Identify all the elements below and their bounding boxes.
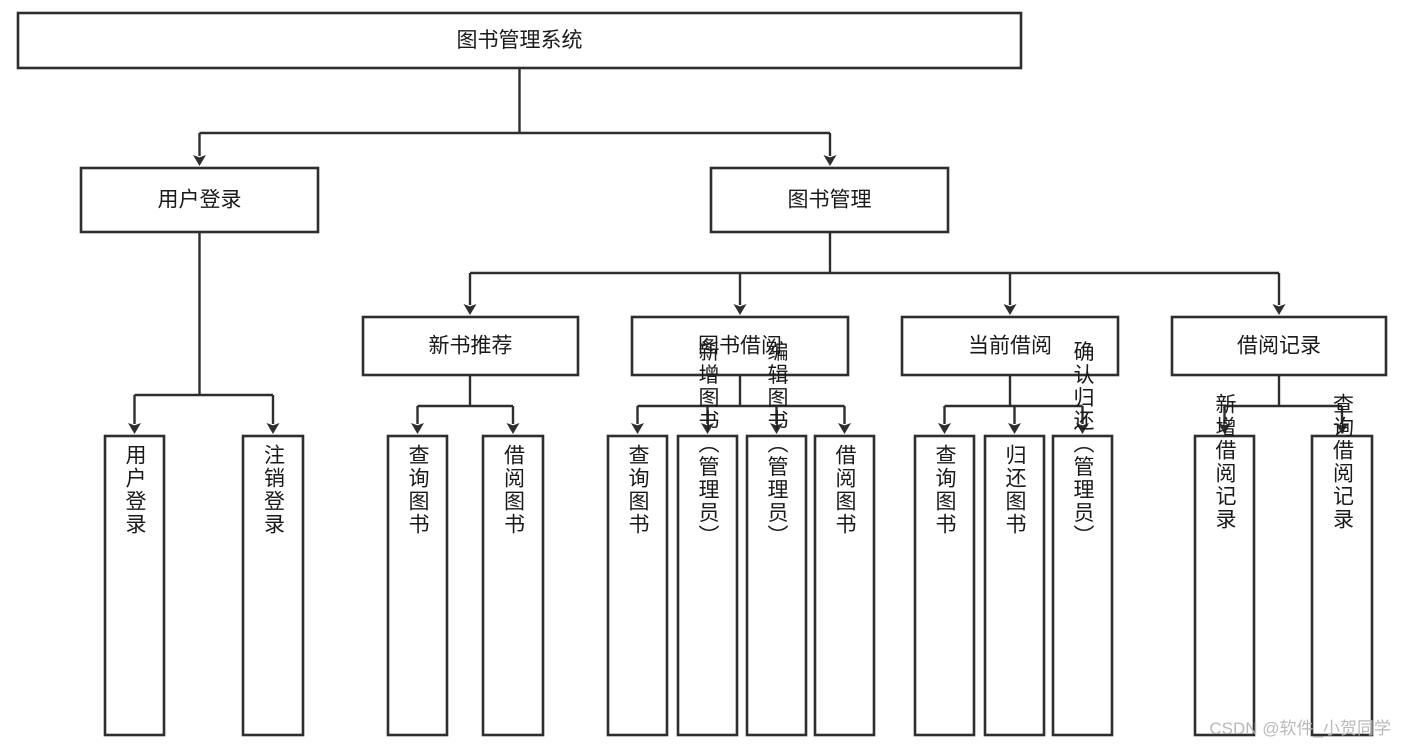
node-current-borrow-box <box>900 315 1120 377</box>
leaf-node-borrow-book-recommend[interactable]: 借阅图书 <box>481 434 545 737</box>
node-user-login-box <box>79 166 320 234</box>
node-user-login[interactable]: 用户登录 <box>79 166 320 234</box>
leaf-node-query-book-recommend[interactable]: 查询图书 <box>386 434 449 737</box>
connector-layer <box>128 68 1349 434</box>
leaf-query-book-brw-label: 查询图书 <box>626 444 650 536</box>
node-borrow-record-label: 借阅记录 <box>1237 335 1321 358</box>
leaf-node-query-book-current[interactable]: 查询图书 <box>913 434 976 737</box>
leaf-confirm-return-box <box>1051 434 1114 737</box>
leaf-node-user-login[interactable]: 用户登录 <box>103 434 166 737</box>
leaf-query-book-brw-box <box>606 434 669 737</box>
leaf-add-borrow-rec-box <box>1193 434 1256 737</box>
leaf-node-borrow-book-borrow[interactable]: 借阅图书 <box>813 434 876 737</box>
node-book-borrow-label: 图书借阅 <box>698 335 782 358</box>
leaf-edit-book-admin-label: 编辑图书（管理员） <box>765 341 789 548</box>
leaf-add-book-admin-label: 新增图书（管理员） <box>696 341 720 548</box>
node-root-label: 图书管理系统 <box>457 29 583 52</box>
leaf-query-borrow-rec-label: 查询借阅记录 <box>1331 393 1355 531</box>
node-book-manage-box <box>709 166 950 234</box>
leaf-query-book-rec-label: 查询图书 <box>406 444 430 536</box>
leaf-node-add-borrow-record[interactable]: 新增借阅记录 <box>1193 393 1256 737</box>
leaf-user-login-label: 用户登录 <box>123 444 147 536</box>
leaf-node-logout-login[interactable]: 注销登录 <box>241 434 305 737</box>
node-current-borrow[interactable]: 当前借阅 <box>900 315 1120 377</box>
leaf-return-book-label: 归还图书 <box>1003 444 1027 536</box>
node-current-borrow-label: 当前借阅 <box>968 335 1052 358</box>
leaf-query-book-cur-label: 查询图书 <box>933 444 957 536</box>
leaf-borrow-book-rec-label: 借阅图书 <box>502 444 526 536</box>
leaf-query-borrow-rec-box <box>1310 434 1374 737</box>
leaf-node-add-book-admin[interactable]: 新增图书（管理员） <box>676 341 739 737</box>
leaf-edit-book-admin-box <box>745 434 808 737</box>
leaf-node-query-borrow-record[interactable]: 查询借阅记录 <box>1310 393 1374 737</box>
leaf-query-book-rec-box <box>386 434 449 737</box>
leaf-borrow-book-brw-box <box>813 434 876 737</box>
leaf-add-borrow-rec-label: 新增借阅记录 <box>1213 393 1237 531</box>
node-root-system[interactable]: 图书管理系统 <box>16 11 1023 70</box>
leaf-node-confirm-return-admin[interactable]: 确认归还（管理员） <box>1051 341 1114 737</box>
node-new-book-recommend-box <box>361 315 580 377</box>
leaf-borrow-book-brw-label: 借阅图书 <box>833 444 857 536</box>
leaf-node-query-book-borrow[interactable]: 查询图书 <box>606 434 669 737</box>
leaf-user-login-box <box>103 434 166 737</box>
node-book-manage[interactable]: 图书管理 <box>709 166 950 234</box>
node-book-borrow-box <box>630 315 850 377</box>
node-borrow-record-box <box>1170 315 1388 377</box>
leaf-node-return-book[interactable]: 归还图书 <box>983 434 1046 737</box>
leaf-confirm-return-label: 确认归还（管理员） <box>1071 341 1095 548</box>
node-new-book-recommend[interactable]: 新书推荐 <box>361 315 580 377</box>
leaf-query-book-cur-box <box>913 434 976 737</box>
leaf-return-book-box <box>983 434 1046 737</box>
leaf-logout-login-box <box>241 434 305 737</box>
node-borrow-record[interactable]: 借阅记录 <box>1170 315 1388 377</box>
node-user-login-label: 用户登录 <box>158 189 242 212</box>
leaf-logout-login-label: 注销登录 <box>262 444 286 536</box>
leaf-add-book-admin-box <box>676 434 739 737</box>
node-book-borrow[interactable]: 图书借阅 <box>630 315 850 377</box>
node-new-book-recommend-label: 新书推荐 <box>429 335 513 358</box>
node-book-manage-label: 图书管理 <box>788 189 872 212</box>
node-root-box <box>16 11 1023 70</box>
leaf-borrow-book-rec-box <box>481 434 545 737</box>
leaf-node-edit-book-admin[interactable]: 编辑图书（管理员） <box>745 341 808 737</box>
